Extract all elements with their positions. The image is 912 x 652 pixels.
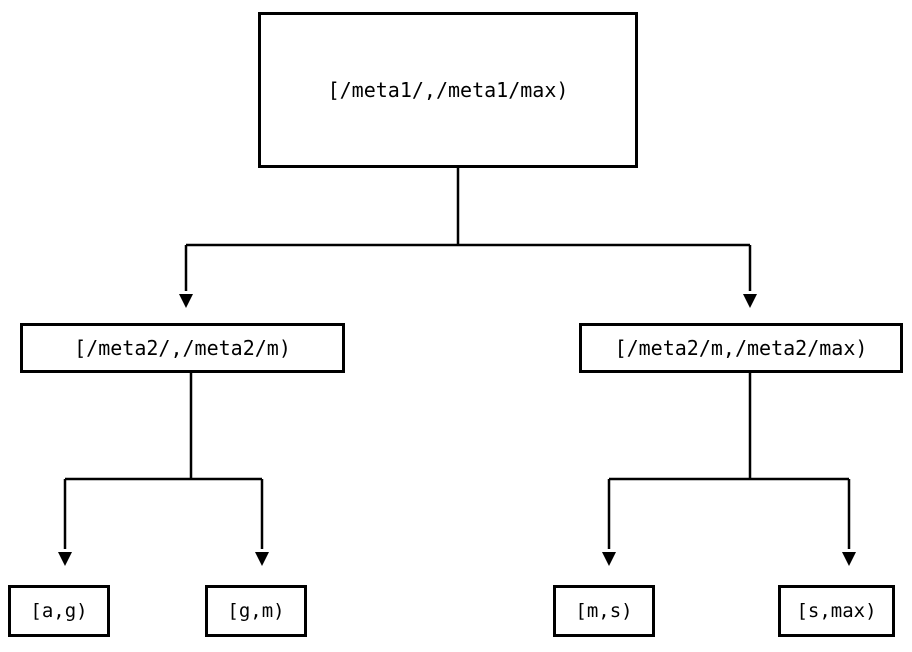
edge-midright-to-leaves (602, 373, 856, 566)
arrowhead-icon-to-leaf-m-s (602, 552, 616, 566)
tree-node-leaf-a-g[interactable]: [a,g) (8, 585, 110, 637)
tree-node-mid-left[interactable]: [/meta2/,/meta2/m) (20, 323, 345, 373)
arrowhead-icon-to-mid-left (179, 294, 193, 308)
edge-midleft-to-leaves (58, 373, 269, 566)
arrowhead-icon-to-leaf-a-g (58, 552, 72, 566)
tree-node-leaf-g-m[interactable]: [g,m) (205, 585, 307, 637)
arrowhead-icon-to-leaf-s-max (842, 552, 856, 566)
arrowhead-icon-to-mid-right (743, 294, 757, 308)
tree-node-leaf-m-s[interactable]: [m,s) (553, 585, 655, 637)
edge-root-to-level2 (179, 168, 757, 308)
arrowhead-icon-to-leaf-g-m (255, 552, 269, 566)
tree-node-mid-right[interactable]: [/meta2/m,/meta2/max) (579, 323, 903, 373)
tree-node-leaf-s-max[interactable]: [s,max) (778, 585, 895, 637)
tree-node-root[interactable]: [/meta1/,/meta1/max) (258, 12, 638, 168)
